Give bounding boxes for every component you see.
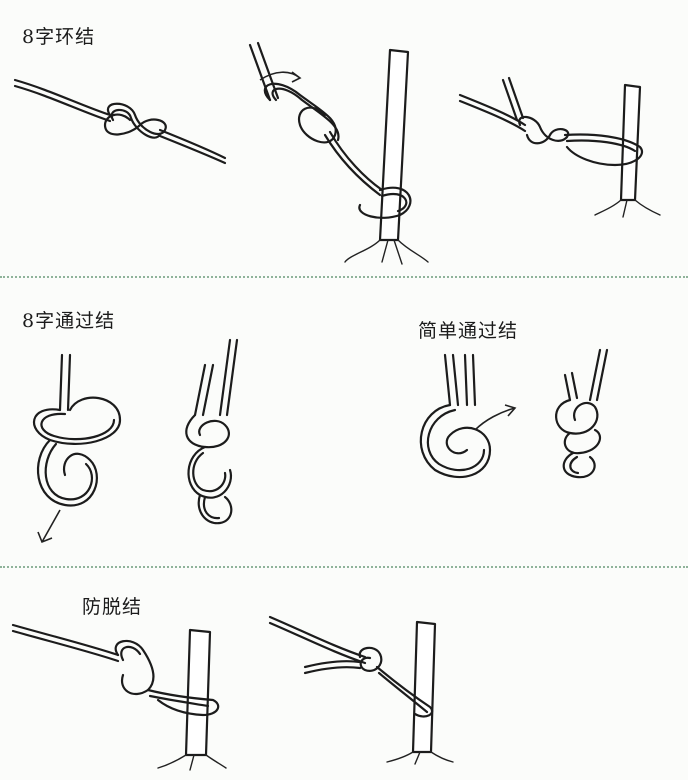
simple-follow-step2 (555, 348, 609, 479)
direction-arrow-icon (37, 509, 61, 544)
section-label-anti-slip: 防脱结 (82, 596, 143, 618)
fig8-loop-step2 (248, 41, 429, 265)
post-icon (411, 620, 437, 754)
direction-arrow-icon (474, 404, 517, 431)
section-label-simple-follow-through: 简单通过结 (418, 320, 519, 342)
fig8-follow-step2 (185, 338, 239, 525)
post-icon (184, 628, 212, 757)
simple-follow-step1 (419, 353, 517, 479)
fig8-loop-step1 (13, 78, 227, 165)
fig8-loop-step3 (458, 76, 661, 218)
anti-slip-step2 (268, 615, 454, 765)
section-label-figure-eight-loop: 8字环结 (22, 26, 96, 48)
section-label-figure-eight-follow-through: 8字通过结 (22, 310, 116, 332)
direction-arrow-icon (259, 71, 302, 83)
fig8-follow-step1 (32, 353, 122, 544)
section-divider (0, 276, 688, 278)
section-divider (0, 566, 688, 568)
anti-slip-step1 (11, 623, 227, 771)
